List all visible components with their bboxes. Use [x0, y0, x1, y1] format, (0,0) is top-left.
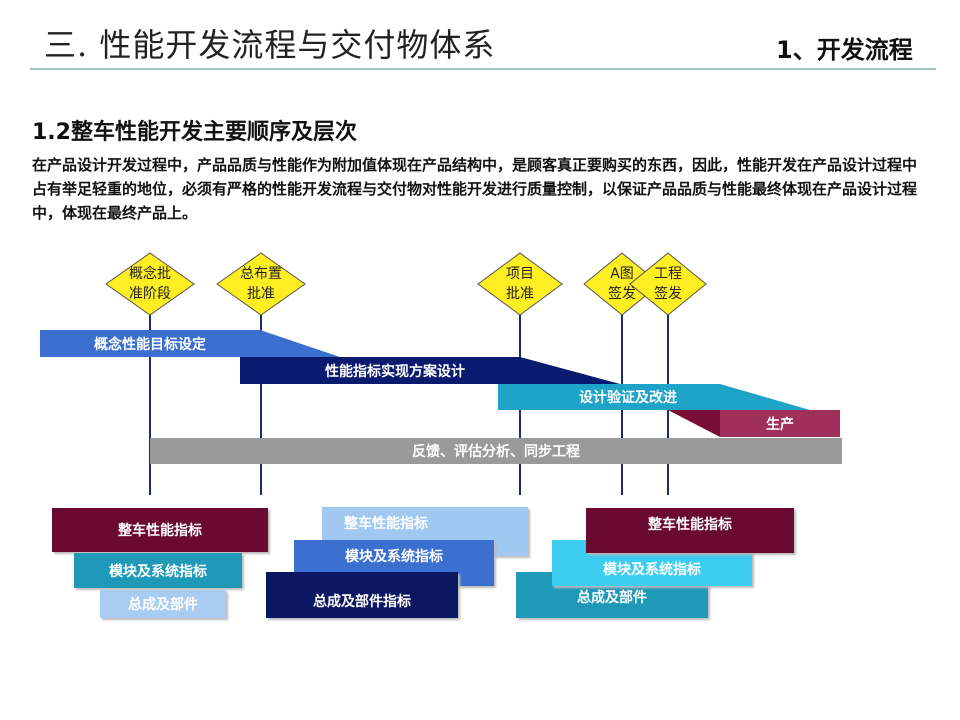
- milestone-label: 签发: [654, 286, 682, 302]
- phase-shape-feedback: [150, 438, 842, 464]
- component-block: 总成及部件: [100, 590, 226, 618]
- milestone-a-drawing: A图签发: [582, 264, 662, 304]
- milestone-label: 签发: [608, 286, 636, 302]
- phase-shape-concept: [40, 330, 340, 357]
- vehicle-targets-block: 整车性能指标: [586, 508, 794, 553]
- milestone-diamond: [629, 252, 707, 316]
- subtitle: 1.2整车性能开发主要顺序及层次: [32, 120, 357, 145]
- milestone-label: 总布置: [240, 266, 282, 282]
- milestone-concept-approval: 概念批准阶段: [110, 264, 190, 304]
- milestone-label: 工程: [654, 266, 682, 282]
- milestone-layout-approval: 总布置批准: [221, 264, 301, 304]
- milestone-diamond: [216, 252, 306, 316]
- intro-paragraph: 在产品设计开发过程中，产品品质与性能作为附加值体现在产品结构中，是顾客真正要购买…: [32, 156, 918, 222]
- milestone-label: 准阶段: [129, 286, 171, 302]
- phase-production: 生产: [766, 416, 794, 433]
- module-targets-block: 模块及系统指标: [74, 553, 242, 588]
- milestone-label: 概念批: [129, 266, 171, 282]
- component-targets-block: 总成及部件指标: [266, 572, 458, 618]
- phase-design: 性能指标实现方案设计: [325, 363, 465, 380]
- phase-shape-design: [240, 357, 620, 384]
- milestone-label: 批准: [506, 286, 534, 302]
- milestone-project-approval: 项目批准: [480, 264, 560, 304]
- phase-shape-production-left: [668, 410, 722, 437]
- milestone-label: 项目: [506, 266, 534, 282]
- milestone-diamond: [105, 252, 195, 316]
- phase-shape-verify: [498, 384, 810, 410]
- header-divider: [30, 68, 936, 70]
- page-title: 三. 性能开发流程与交付物体系: [44, 26, 496, 64]
- milestone-label: 批准: [247, 286, 275, 302]
- milestone-diamond: [477, 252, 563, 316]
- phase-concept: 概念性能目标设定: [94, 336, 206, 353]
- phase-shape-production: [720, 410, 840, 437]
- milestone-engineering-release: 工程签发: [628, 264, 708, 304]
- vehicle-targets-block: 整车性能指标: [52, 508, 268, 552]
- milestone-label: A图: [610, 266, 634, 282]
- phase-verify: 设计验证及改进: [579, 390, 677, 406]
- section-label: 1、开发流程: [776, 36, 913, 64]
- phase-feedback: 反馈、评估分析、同步工程: [412, 444, 580, 460]
